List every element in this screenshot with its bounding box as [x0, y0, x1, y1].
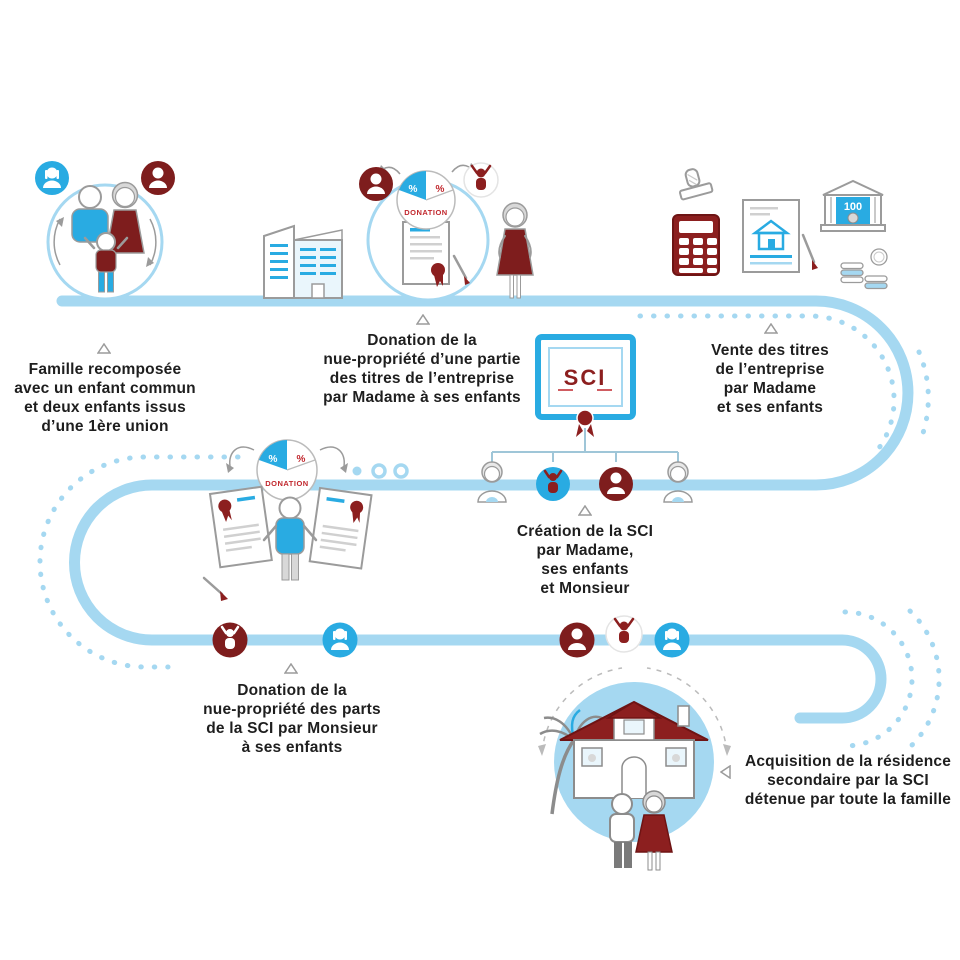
house-icon: [559, 700, 709, 799]
label-line: à ses enfants: [241, 739, 343, 756]
bank-icon: 100: [820, 179, 886, 232]
marker-triangle-up: [764, 323, 778, 334]
owner-badge-maroon: [559, 622, 595, 658]
label-line: détenue par toute la famille: [744, 791, 952, 808]
marker-triangle-left: [720, 765, 731, 779]
label-line: par Madame,: [536, 542, 634, 559]
label-line: nue-propriété d’une partie: [323, 351, 521, 368]
dashed-cycle: [541, 667, 728, 753]
sci-label: SCI: [564, 365, 607, 390]
marker-triangle-up: [578, 505, 592, 516]
madame-icon: [496, 202, 534, 299]
deed-document-right: [308, 486, 373, 570]
donation-label: DONATION: [265, 479, 308, 488]
curved-arrows: [382, 164, 470, 175]
member-child-maroon-icon: [599, 467, 633, 501]
coins-icon: [840, 248, 888, 290]
sci-certificate-icon: SCI: [535, 334, 636, 437]
label-line: et ses enfants: [716, 399, 824, 416]
label-line: par Madame à ses enfants: [323, 389, 521, 406]
label-line: des titres de l’entreprise: [329, 370, 515, 387]
sale-icons: 100: [672, 168, 888, 290]
residence-icon: [538, 667, 731, 871]
label-line: secondaire par la SCI: [767, 772, 929, 789]
label-line: de l’entreprise: [715, 361, 825, 378]
member-monsieur-icon: [663, 461, 693, 503]
stepchild-badge-maroon: [141, 161, 175, 195]
marker-triangle-up: [97, 343, 111, 354]
father-figure: [71, 185, 109, 243]
label-line: Acquisition de la résidence: [744, 753, 952, 770]
bank-value-label: 100: [844, 201, 862, 213]
stepchild-badge-blue: [35, 161, 69, 195]
timeline-dashed-decor: [37, 313, 942, 750]
label-line: ses enfants: [541, 561, 629, 578]
child-badge-maroon: [359, 167, 393, 201]
label-line: Création de la SCI: [516, 523, 654, 540]
monsieur-figure: [262, 496, 318, 581]
donation-recipients-badges: [212, 622, 358, 658]
couple-figures: [609, 790, 673, 871]
family-icon: [35, 161, 175, 301]
timeline-dots: [352, 463, 409, 479]
step-label-donation-parts: Donation de la nue-propriété des parts d…: [187, 681, 397, 757]
calculator-icon: [672, 214, 720, 276]
pen-icon: [452, 254, 470, 285]
donation-label: DONATION: [404, 208, 447, 217]
step-label-vente-titres: Vente des titres de l’entreprise par Mad…: [685, 341, 855, 417]
label-line: et Monsieur: [540, 580, 630, 597]
child-badge-white: [463, 162, 499, 198]
label-line: d’une 1ère union: [41, 418, 169, 435]
member-madame-icon: [477, 461, 507, 503]
donation-sci-parts-icon: % % DONATION: [202, 439, 373, 601]
stamp-icon: [678, 168, 714, 201]
label-line: Donation de la: [367, 332, 477, 349]
percent-label: %: [409, 184, 418, 195]
step-label-donation-titres: Donation de la nue-propriété d’une parti…: [317, 331, 527, 407]
sci-members-icons: [477, 461, 693, 503]
step-label-famille: Famille recomposée avec un enfant commun…: [5, 360, 205, 436]
family-owners-badges: [559, 615, 690, 658]
label-line: Donation de la: [237, 682, 347, 699]
percent-label: %: [269, 454, 278, 465]
child-badge-blue: [322, 622, 358, 658]
percent-label: %: [297, 454, 306, 465]
step-label-acquisition: Acquisition de la résidence secondaire p…: [738, 752, 958, 809]
label-line: par Madame: [723, 380, 817, 397]
label-line: et deux enfants issus: [24, 399, 186, 416]
curved-arrows: [229, 446, 345, 467]
pen-icon: [202, 576, 228, 601]
deed-document: [402, 221, 450, 287]
step-label-creation-sci: Création de la SCI par Madame, ses enfan…: [500, 522, 670, 598]
donation-pie-chart: % % DONATION: [256, 439, 318, 501]
donation-pie-chart: % % DONATION: [396, 170, 456, 230]
deed-document-left: [208, 485, 273, 569]
label-line: Vente des titres: [711, 342, 829, 359]
marker-triangle-up: [284, 663, 298, 674]
marker-triangle-up: [416, 314, 430, 325]
owner-badge-blue: [654, 622, 690, 658]
donation-shares-icon: % % DONATION: [359, 162, 499, 302]
sci-branch-lines: [491, 428, 679, 468]
label-line: avec un enfant commun: [14, 380, 196, 397]
child-figure: [83, 232, 129, 293]
label-line: Famille recomposée: [28, 361, 182, 378]
company-building-icon: [263, 224, 343, 299]
owner-badge-white: [605, 615, 643, 653]
label-line: nue-propriété des parts: [203, 701, 381, 718]
percent-label: %: [436, 184, 445, 195]
member-child-blue-icon: [536, 467, 570, 501]
child-badge-maroon: [212, 622, 248, 658]
property-deed-icon: [742, 199, 818, 273]
label-line: de la SCI par Monsieur: [206, 720, 378, 737]
